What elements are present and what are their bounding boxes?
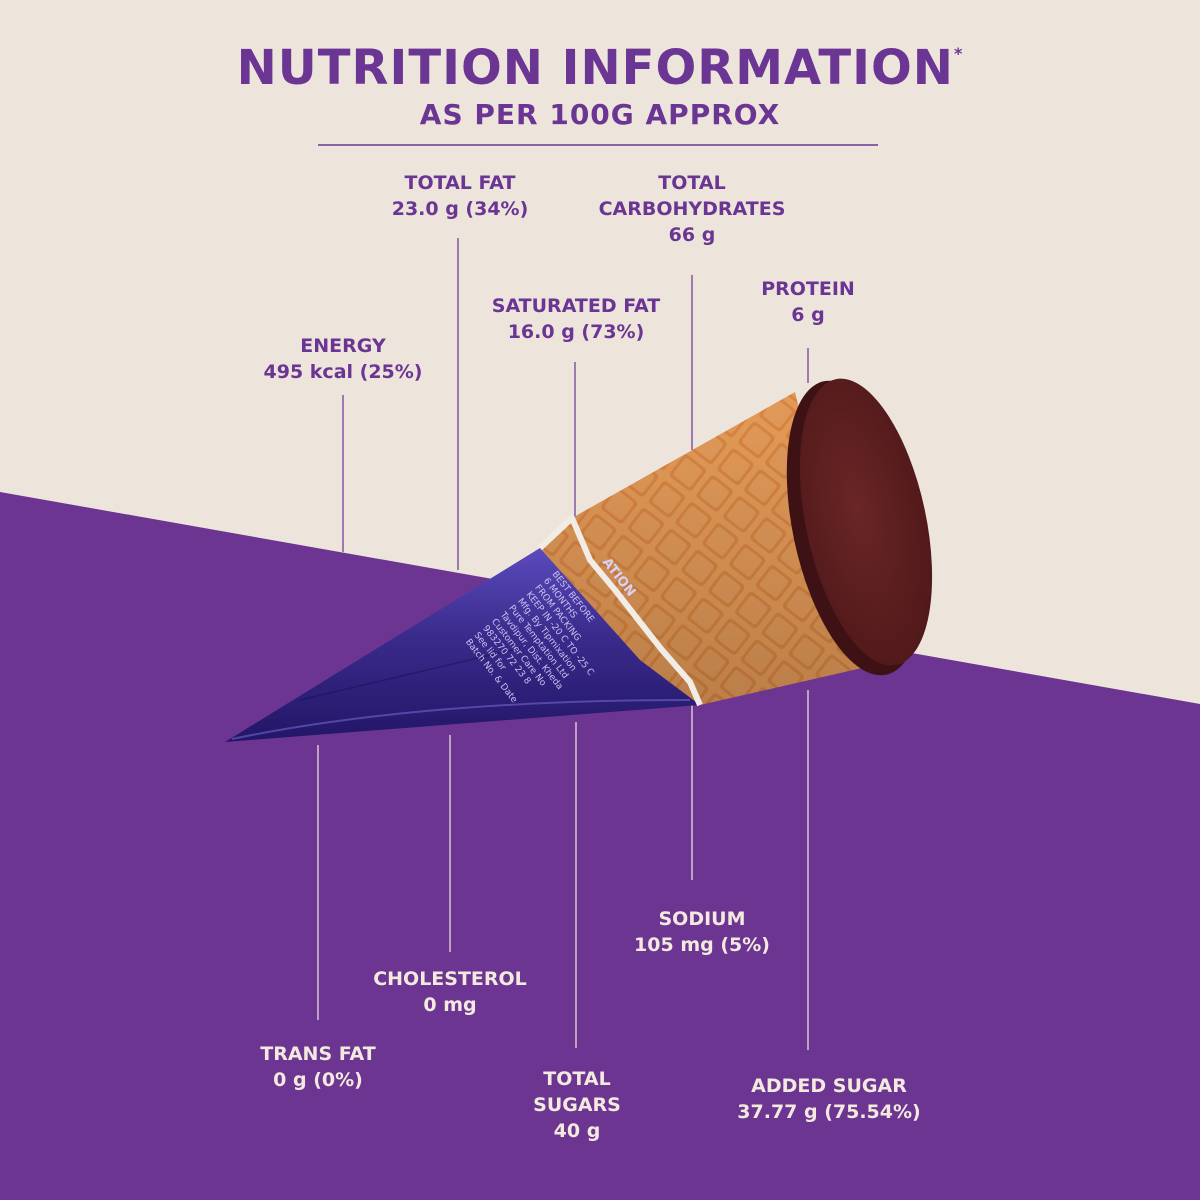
label-name: SUGARS <box>533 1094 621 1116</box>
label-value: 16.0 g (73%) <box>507 321 645 343</box>
label-value: 105 mg (5%) <box>634 934 770 956</box>
label-name: TOTAL <box>543 1068 611 1090</box>
label-trans-fat: TRANS FAT 0 g (0%) <box>260 1041 375 1093</box>
label-cholesterol: CHOLESTEROL 0 mg <box>373 966 527 1018</box>
label-value: 495 kcal (25%) <box>263 361 423 383</box>
cone-ice-cream: BEST BEFORE 6 MONTHS FROM PACKING KEEP I… <box>225 378 933 742</box>
label-sodium: SODIUM 105 mg (5%) <box>634 906 770 958</box>
label-value: 0 g (0%) <box>273 1069 363 1091</box>
page-subtitle: AS PER 100G APPROX <box>419 98 781 131</box>
label-value: 0 mg <box>423 994 477 1016</box>
background-bottom <box>0 492 1200 1200</box>
label-name: TOTAL <box>658 172 726 194</box>
label-total-carbohydrates: TOTAL CARBOHYDRATES 66 g <box>599 170 786 248</box>
label-name: ADDED SUGAR <box>751 1075 907 1097</box>
label-name: CARBOHYDRATES <box>598 198 786 220</box>
pointer-lines <box>317 238 809 1050</box>
label-total-sugars: TOTAL SUGARS 40 g <box>533 1066 621 1144</box>
wrapper-torn-edge <box>537 515 703 707</box>
label-name: SODIUM <box>658 908 746 930</box>
cone-wrapper <box>225 548 700 742</box>
label-name: TOTAL FAT <box>404 172 516 194</box>
page-title: NUTRITION INFORMATION* <box>0 40 1200 96</box>
label-name: CHOLESTEROL <box>373 968 527 990</box>
label-protein: PROTEIN 6 g <box>761 276 855 328</box>
chocolate-top <box>799 378 933 666</box>
label-name: ENERGY <box>300 335 386 357</box>
label-value: 23.0 g (34%) <box>391 198 529 220</box>
label-energy: ENERGY 495 kcal (25%) <box>264 333 423 385</box>
label-added-sugar: ADDED SUGAR 37.77 g (75.54%) <box>737 1073 920 1125</box>
label-value: 6 g <box>791 304 825 326</box>
label-name: SATURATED FAT <box>491 295 661 317</box>
label-total-fat: TOTAL FAT 23.0 g (34%) <box>392 170 529 222</box>
label-name: TRANS FAT <box>260 1043 376 1065</box>
label-value: 66 g <box>668 224 716 246</box>
label-value: 37.77 g (75.54%) <box>737 1101 921 1123</box>
page-title-text: NUTRITION INFORMATION <box>236 40 954 96</box>
title-footnote-mark: * <box>953 44 964 63</box>
label-name: PROTEIN <box>761 278 855 300</box>
label-value: 40 g <box>553 1120 601 1142</box>
wrapper-highlight <box>231 699 691 740</box>
label-saturated-fat: SATURATED FAT 16.0 g (73%) <box>492 293 660 345</box>
